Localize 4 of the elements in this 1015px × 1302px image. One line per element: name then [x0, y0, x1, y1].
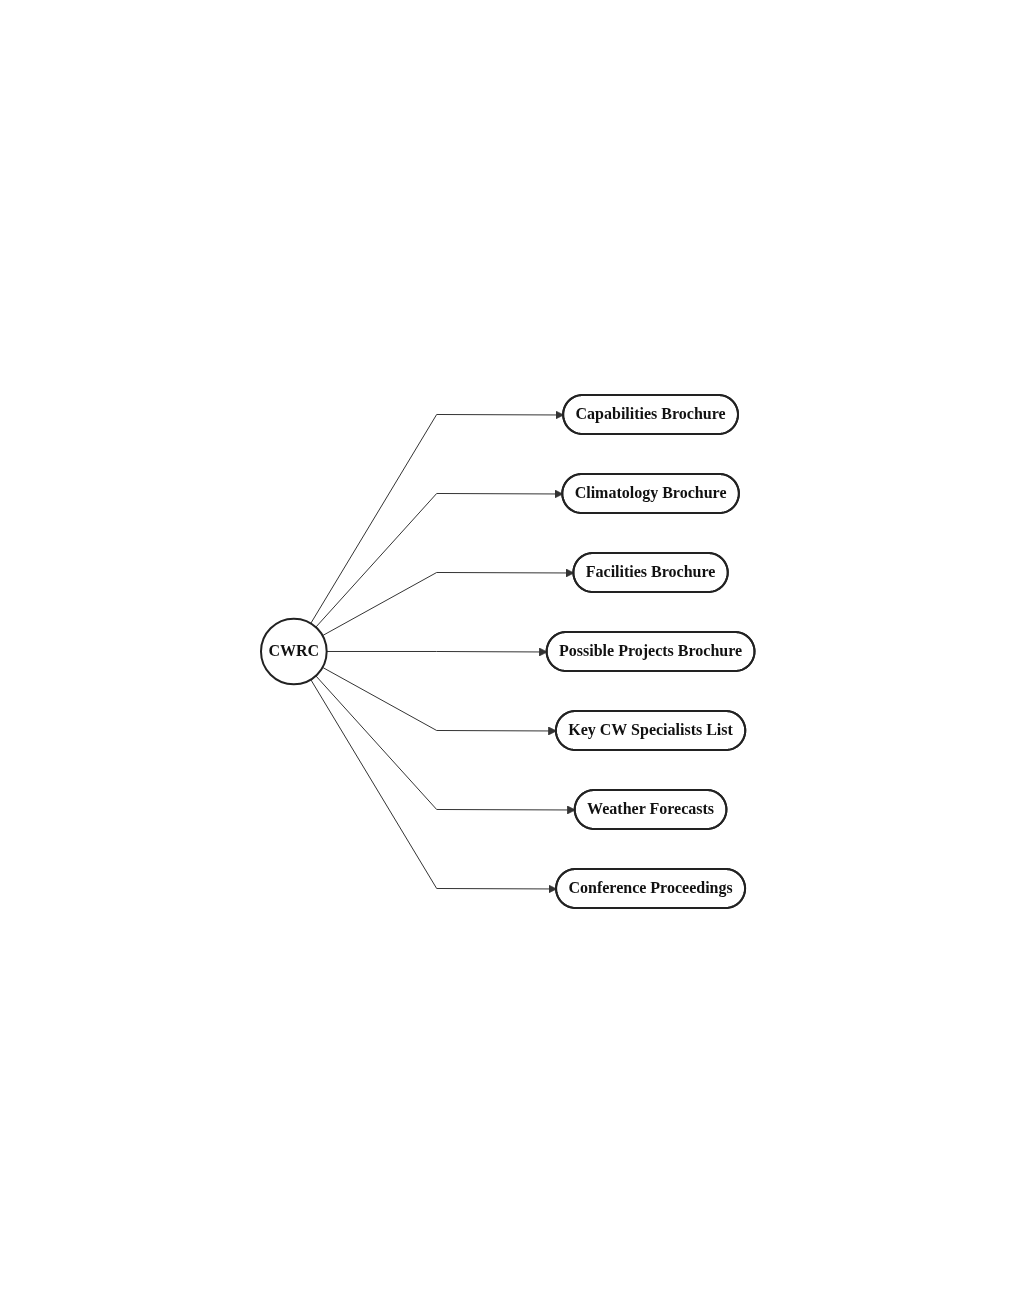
node-circle: CWRC [259, 617, 328, 685]
arrow [310, 678, 557, 893]
arrow [315, 489, 563, 628]
arrow [310, 410, 564, 624]
